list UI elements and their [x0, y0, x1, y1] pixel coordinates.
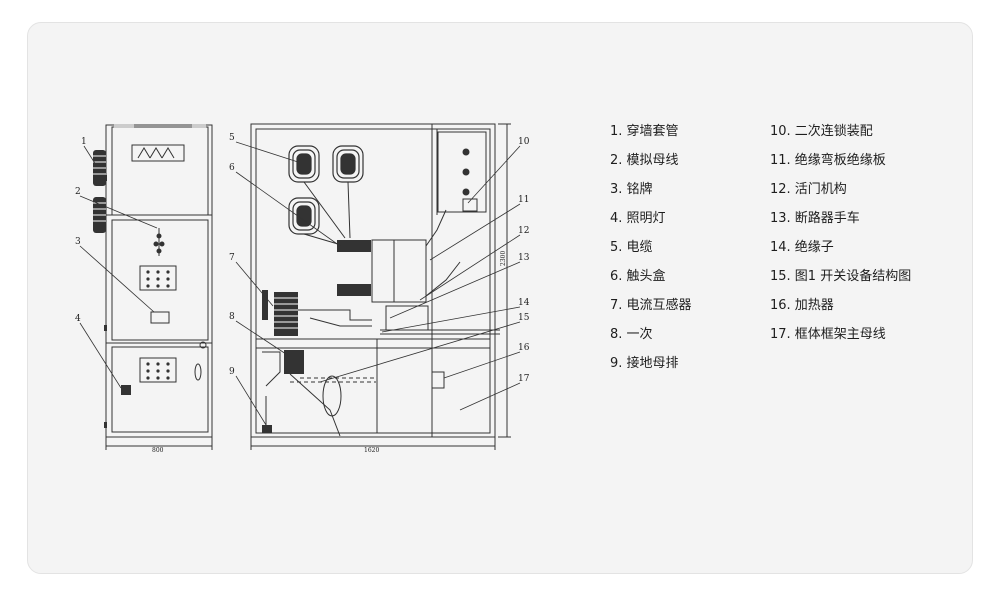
callout-1: 1 — [81, 137, 87, 147]
callout-7: 7 — [229, 253, 235, 263]
mimic-bus-symbol — [153, 228, 165, 256]
leader-lines — [79, 141, 521, 426]
callout-numbers: 1 2 3 4 5 6 7 8 9 10 11 12 13 14 15 16 1… — [75, 133, 530, 384]
callout-8: 8 — [229, 312, 235, 322]
callout-12: 12 — [518, 226, 529, 236]
legend-item: 11. 绝缘弯板绝缘板 — [770, 153, 886, 168]
callout-13: 13 — [518, 253, 530, 263]
callout-11: 11 — [518, 195, 529, 205]
contact-box — [337, 240, 371, 296]
legend-item: 12. 活门机构 — [770, 182, 847, 197]
lamp — [121, 385, 131, 395]
callout-4: 4 — [75, 314, 81, 324]
callout-15: 15 — [518, 313, 530, 323]
callout-10: 10 — [518, 137, 530, 147]
legend-item: 16. 加热器 — [770, 298, 834, 313]
legend-item: 4. 照明灯 — [610, 211, 666, 226]
callout-17: 17 — [518, 374, 530, 384]
callout-6: 6 — [229, 163, 235, 173]
callout-3: 3 — [75, 237, 81, 247]
front-view-cabinet: 800 — [93, 124, 213, 454]
legend-item: 1. 穿墙套管 — [610, 124, 679, 139]
legend-item: 15. 图1 开关设备结构图 — [770, 269, 912, 284]
legend-item: 5. 电缆 — [610, 240, 653, 255]
legend-item: 3. 铭牌 — [610, 182, 653, 197]
legend-item: 17. 框体框架主母线 — [770, 327, 886, 342]
nameplate — [150, 311, 170, 324]
legend-item: 10. 二次连锁装配 — [770, 124, 873, 139]
dim-left-width: 800 — [152, 447, 164, 454]
parts-legend: 1. 穿墙套管 10. 二次连锁装配 2. 模拟母线 11. 绝缘弯板绝缘板 3… — [610, 122, 960, 373]
callout-9: 9 — [229, 367, 235, 377]
figure-card — [27, 22, 973, 574]
dim-right-width: 1620 — [364, 447, 379, 454]
current-transformer — [274, 292, 298, 336]
cable-coils — [288, 145, 364, 235]
legend-item: 6. 触头盒 — [610, 269, 666, 284]
callout-14: 14 — [518, 298, 530, 308]
callout-16: 16 — [518, 343, 530, 353]
heater — [431, 371, 445, 389]
callout-2: 2 — [75, 187, 81, 197]
legend-item: 14. 绝缘子 — [770, 240, 834, 255]
legend-item: 8. 一次 — [610, 327, 653, 342]
legend-item: 13. 断路器手车 — [770, 211, 860, 226]
legend-item: 7. 电流互感器 — [610, 298, 692, 313]
dim-height: 2300 — [500, 251, 507, 266]
legend-item: 9. 接地母排 — [610, 356, 679, 371]
callout-5: 5 — [229, 133, 235, 143]
legend-item: 2. 模拟母线 — [610, 153, 679, 168]
